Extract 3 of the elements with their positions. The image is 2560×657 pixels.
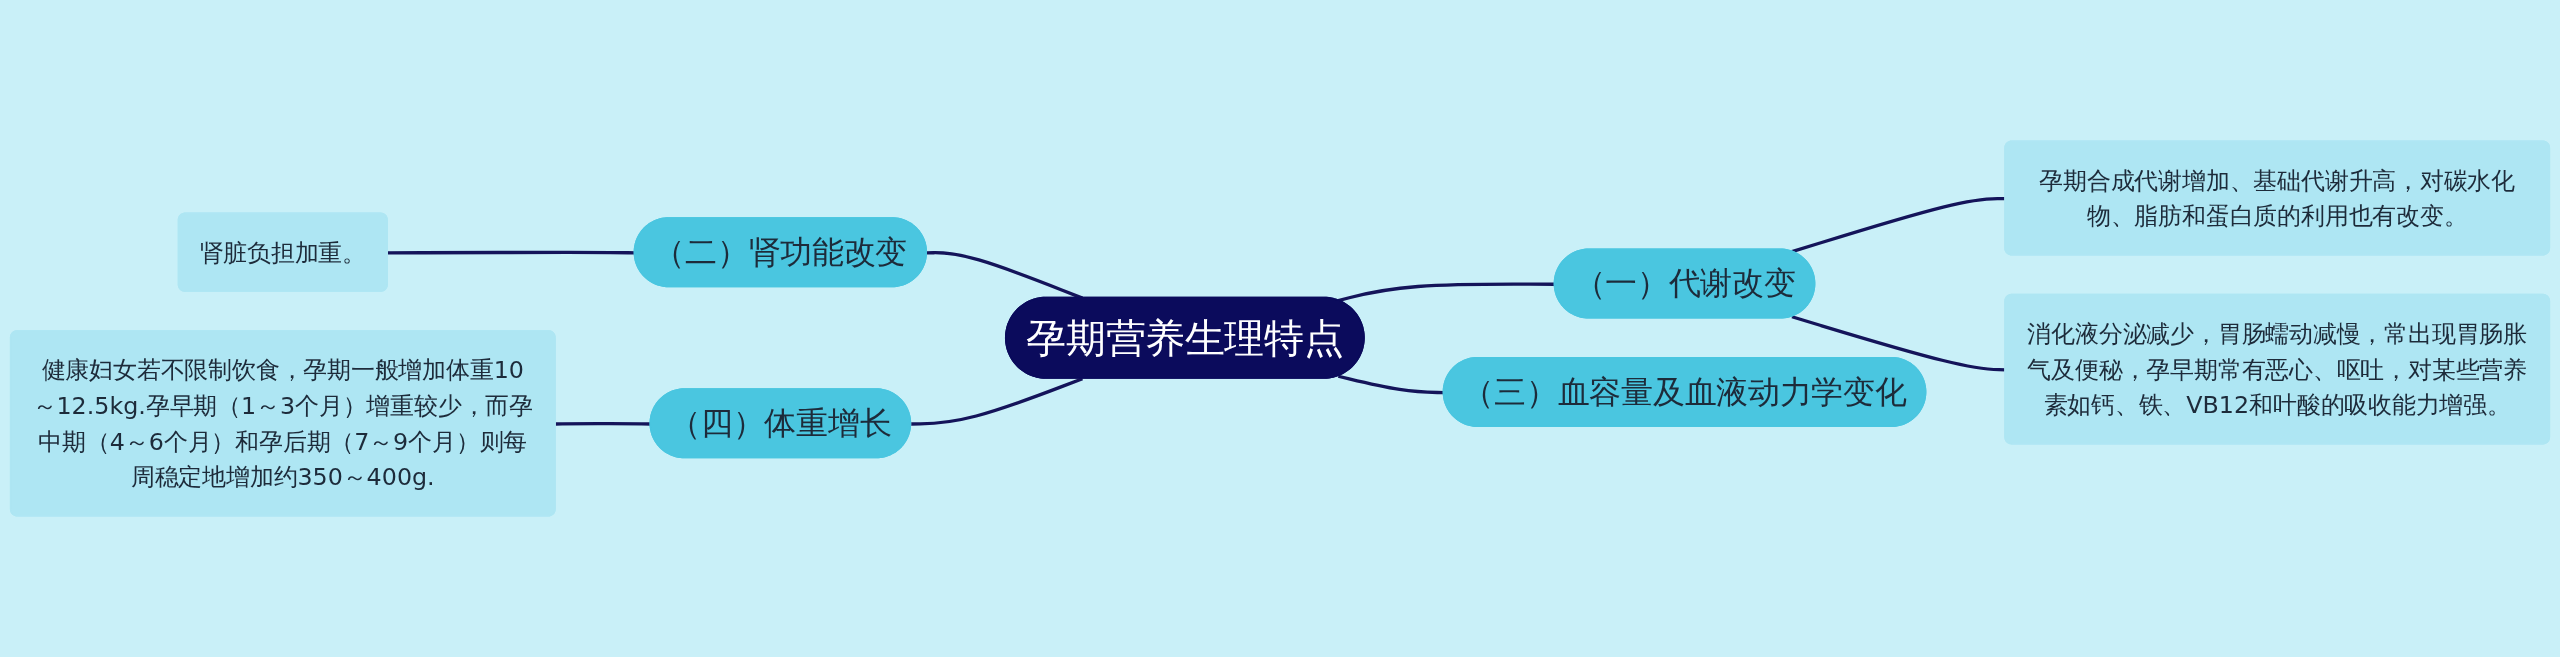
connector xyxy=(387,250,635,255)
connector xyxy=(911,377,1083,426)
connector xyxy=(555,421,651,426)
